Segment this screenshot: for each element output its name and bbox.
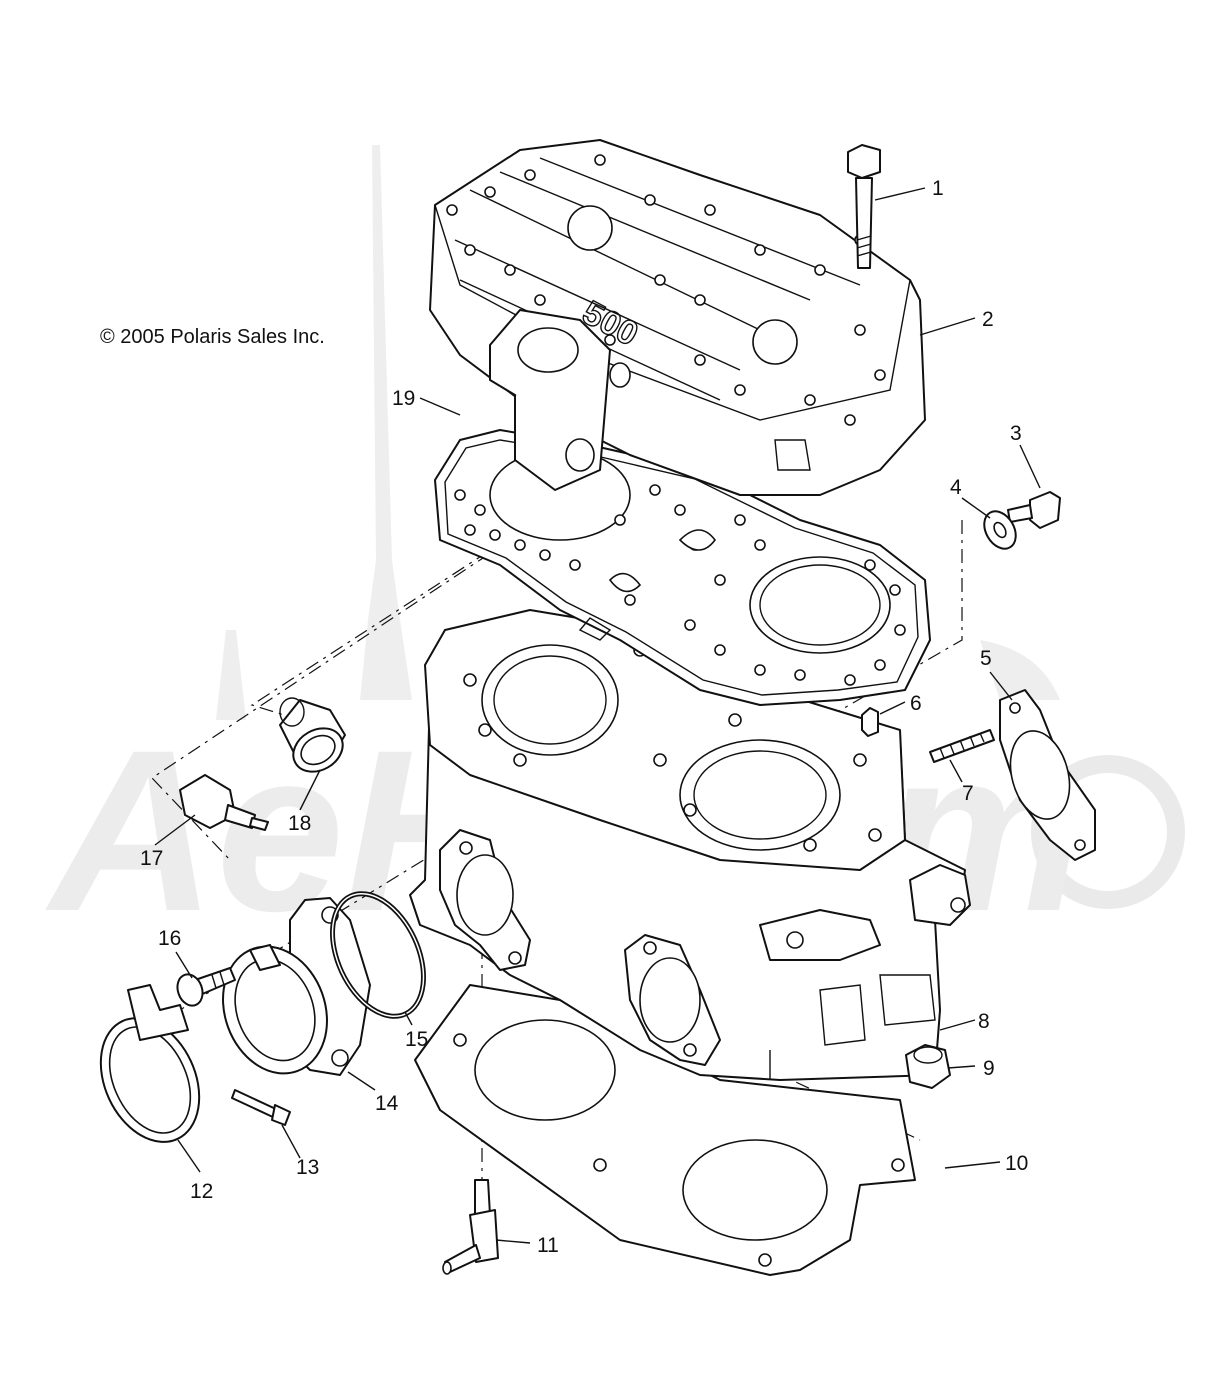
callout-6: 6 bbox=[910, 692, 922, 715]
temp-sensor bbox=[179, 774, 269, 831]
clamp-screw bbox=[231, 1089, 291, 1126]
callout-14: 14 bbox=[375, 1092, 399, 1115]
callout-7: 7 bbox=[962, 782, 974, 805]
base-gasket bbox=[414, 984, 916, 1276]
adaptor-screw bbox=[176, 967, 236, 1007]
callout-16: 16 bbox=[158, 927, 181, 950]
callout-5: 5 bbox=[980, 647, 992, 670]
hose-clamp bbox=[99, 984, 201, 1143]
callout-18: 18 bbox=[288, 812, 311, 835]
washer bbox=[983, 510, 1017, 550]
exhaust-flange-left bbox=[439, 829, 531, 971]
callout-15: 15 bbox=[405, 1028, 428, 1051]
dowel-pin bbox=[861, 707, 879, 737]
leader-lines bbox=[154, 187, 1041, 1244]
callout-10: 10 bbox=[1005, 1152, 1028, 1175]
callout-3: 3 bbox=[1010, 422, 1022, 445]
head-bolt bbox=[847, 144, 881, 269]
exhaust-gasket bbox=[999, 689, 1096, 861]
temp-sensor-bolt bbox=[1007, 491, 1061, 529]
callout-2: 2 bbox=[982, 308, 994, 331]
callout-4: 4 bbox=[950, 476, 962, 499]
callout-13: 13 bbox=[296, 1156, 319, 1179]
callout-17: 17 bbox=[140, 847, 163, 870]
callout-9: 9 bbox=[983, 1057, 995, 1080]
cylinder-head: 500 bbox=[429, 139, 926, 496]
callout-11: 11 bbox=[537, 1234, 559, 1257]
copyright-notice: © 2005 Polaris Sales Inc. bbox=[100, 326, 325, 348]
cylinder-block bbox=[409, 609, 971, 1081]
exhaust-flange-right bbox=[624, 934, 721, 1066]
callout-12: 12 bbox=[190, 1180, 213, 1203]
callout-19: 19 bbox=[392, 387, 415, 410]
exhaust-stud bbox=[929, 729, 995, 763]
callouts: 1 2 3 4 5 6 7 8 9 10 11 12 13 14 15 16 1… bbox=[140, 177, 1028, 1257]
callout-8: 8 bbox=[978, 1010, 990, 1033]
water-sleeve bbox=[279, 697, 346, 773]
pulse-fitting bbox=[442, 1179, 499, 1275]
intake-adaptor bbox=[222, 897, 371, 1076]
base-nut bbox=[905, 1044, 951, 1089]
callout-1: 1 bbox=[932, 177, 944, 200]
